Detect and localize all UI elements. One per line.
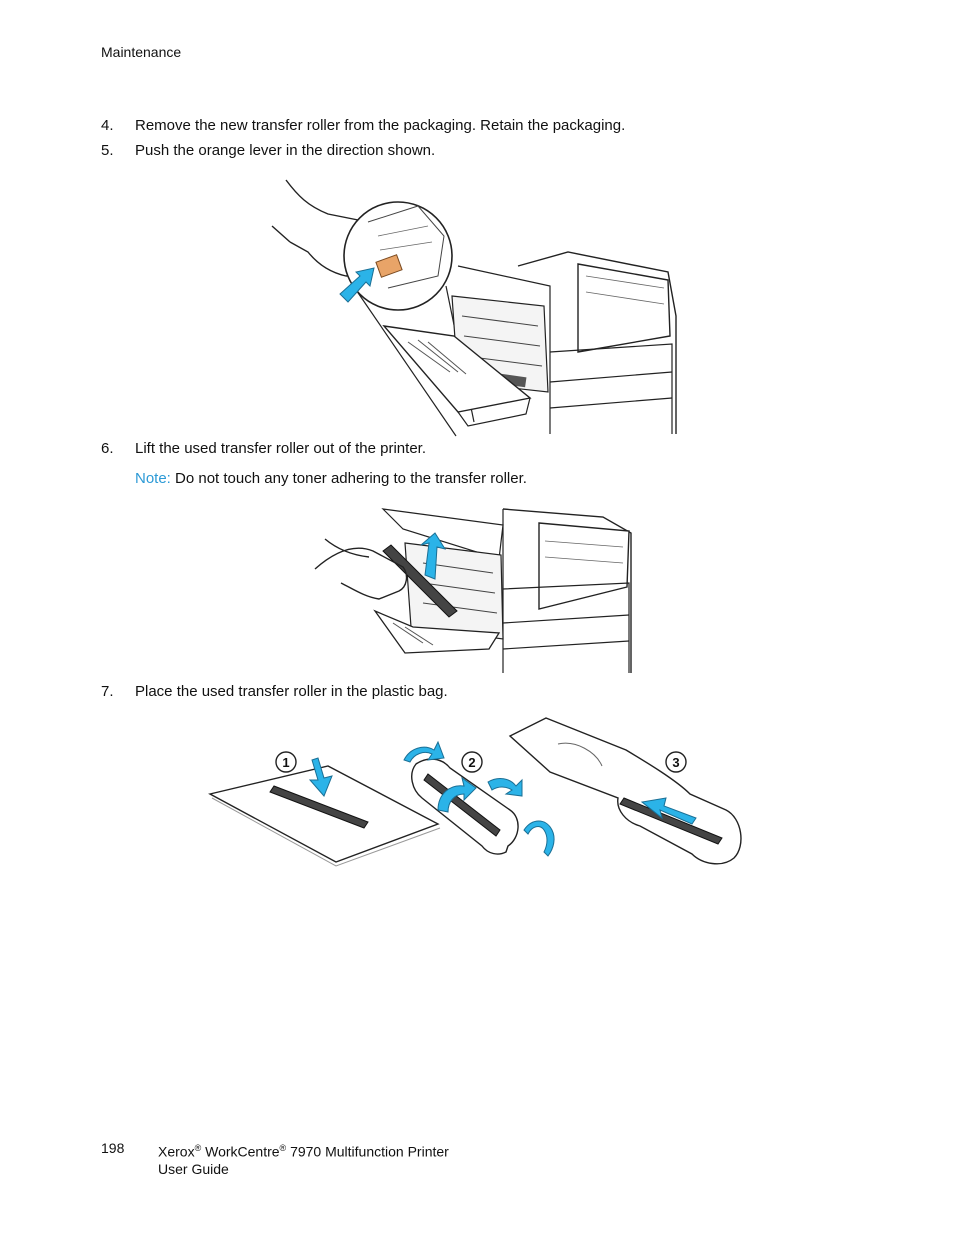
step-text: Place the used transfer roller in the pl…: [135, 683, 448, 700]
callout-2-label: 2: [468, 755, 475, 770]
step-number: 7.: [101, 683, 114, 700]
callout-2: [461, 751, 483, 773]
step-text: Push the orange lever in the direction s…: [135, 142, 436, 159]
wrap-arrow-icon: [437, 776, 477, 813]
step-number: 4.: [101, 117, 114, 134]
brand-name: Xerox: [158, 1143, 195, 1160]
push-arrow-icon: [339, 267, 375, 303]
step-4: 4. Remove the new transfer roller from th…: [101, 117, 625, 134]
figure-bag-roller: 1 2 3: [206, 714, 752, 870]
bagging-sequence-illustration: 1 2 3: [208, 717, 742, 867]
wrap-arrow-icon: [487, 778, 523, 797]
callout-1: [275, 751, 297, 773]
orange-lever-icon: [375, 254, 403, 278]
lift-arrow-icon: [420, 532, 447, 580]
step-number: 6.: [101, 440, 114, 457]
callout-3: [665, 751, 687, 773]
callout-1-label: 1: [282, 755, 289, 770]
step-text: Remove the new transfer roller from the …: [135, 117, 626, 134]
step-6: 6. Lift the used transfer roller out of t…: [101, 440, 426, 457]
product-name: WorkCentre: [205, 1143, 280, 1160]
doc-type: User Guide: [158, 1160, 229, 1177]
document-title: Xerox® WorkCentre® 7970 Multifunction Pr…: [158, 1140, 449, 1178]
page-number: 198: [101, 1140, 125, 1156]
wrap-arrow-icon: [523, 820, 555, 857]
down-arrow-icon: [308, 757, 333, 797]
running-header: Maintenance: [101, 44, 182, 60]
note-label: Note:: [135, 470, 171, 487]
step-number: 5.: [101, 142, 114, 159]
insert-arrow-icon: [640, 797, 697, 825]
step-text: Lift the used transfer roller out of the…: [135, 440, 426, 457]
figure-push-lever: [268, 176, 680, 438]
registered-mark: ®: [194, 1143, 202, 1153]
step-5: 5. Push the orange lever in the direction…: [101, 142, 435, 159]
note: Note: Do not touch any toner adhering to…: [135, 470, 527, 487]
registered-mark: ®: [279, 1143, 287, 1153]
wrap-arrow-icon: [403, 740, 445, 763]
callout-3-label: 3: [672, 755, 679, 770]
step-7: 7. Place the used transfer roller in the …: [101, 683, 448, 700]
printer-lever-illustration: [271, 179, 677, 437]
note-text: Do not touch any toner adhering to the t…: [175, 470, 527, 487]
figure-lift-roller: [313, 503, 637, 679]
model-name: 7970 Multifunction Printer: [290, 1143, 449, 1160]
printer-lift-roller-illustration: [314, 508, 632, 673]
